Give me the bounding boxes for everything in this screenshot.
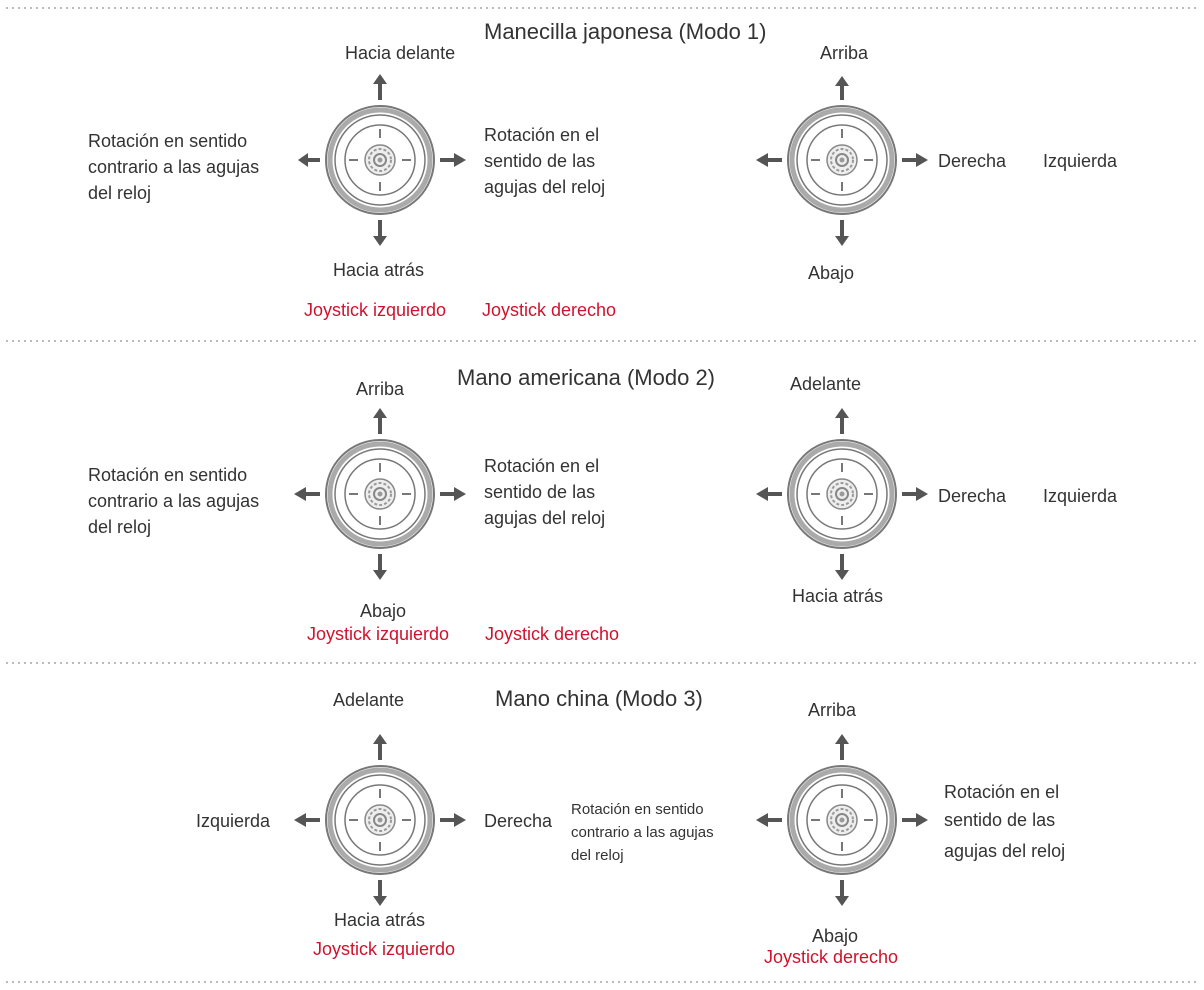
- label-left: Izquierda: [196, 811, 271, 831]
- label-left-line: del reloj: [571, 847, 624, 864]
- section-title: Mano china (Modo 3): [495, 686, 703, 711]
- label-left-line: contrario a las agujas: [571, 824, 714, 841]
- arrow-right-icon: [902, 487, 928, 501]
- arrow-right-icon: [440, 813, 466, 827]
- label-right-line: sentido de las: [484, 151, 595, 171]
- label-right: Derecha: [938, 151, 1007, 171]
- arrow-right-icon: [902, 153, 928, 167]
- arrow-down-icon: [373, 554, 387, 580]
- label-left-line: del reloj: [88, 517, 151, 537]
- joystick-icon: [788, 106, 896, 214]
- label-right: Rotación en el sentido de las agujas del…: [484, 125, 605, 197]
- arrow-right-icon: [902, 813, 928, 827]
- arrow-left-icon: [298, 153, 320, 167]
- label-up: Adelante: [333, 690, 404, 710]
- label-extra: Izquierda: [1043, 486, 1118, 506]
- joystick-icon: [326, 766, 434, 874]
- label-up: Arriba: [356, 379, 405, 399]
- arrow-up-icon: [835, 408, 849, 434]
- right-joystick: Arriba Abajo Derecha Izquierda: [756, 43, 1118, 283]
- left-joystick: Arriba Abajo Rotación en sentido contrar…: [88, 379, 605, 621]
- arrow-down-icon: [835, 880, 849, 906]
- arrow-up-icon: [373, 734, 387, 760]
- label-right-line: Rotación en el: [484, 125, 599, 145]
- section-title: Manecilla japonesa (Modo 1): [484, 19, 767, 44]
- arrow-up-icon: [835, 76, 849, 100]
- arrow-up-icon: [373, 408, 387, 434]
- label-right-line: agujas del reloj: [484, 508, 605, 528]
- red-label-right: Joystick derecho: [485, 624, 619, 644]
- label-left-line: Rotación en sentido: [88, 465, 247, 485]
- arrow-left-icon: [756, 813, 782, 827]
- section-mode-2: Mano americana (Modo 2) Arriba Abajo: [88, 365, 1118, 644]
- red-label-left: Joystick izquierdo: [304, 300, 446, 320]
- arrow-down-icon: [373, 880, 387, 906]
- joystick-icon: [788, 766, 896, 874]
- label-left-line: contrario a las agujas: [88, 491, 259, 511]
- arrow-down-icon: [373, 220, 387, 246]
- section-title: Mano americana (Modo 2): [457, 365, 715, 390]
- label-down: Abajo: [360, 601, 406, 621]
- label-left-line: Rotación en sentido: [88, 131, 247, 151]
- label-right-line: sentido de las: [944, 810, 1055, 830]
- arrow-left-icon: [294, 487, 320, 501]
- label-right-line: Rotación en el: [944, 782, 1059, 802]
- label-left: Rotación en sentido contrario a las aguj…: [88, 465, 264, 537]
- red-label-right: Joystick derecho: [764, 947, 898, 967]
- joystick-icon: [326, 106, 434, 214]
- joystick-icon: [788, 440, 896, 548]
- red-label-left: Joystick izquierdo: [307, 624, 449, 644]
- label-up: Adelante: [790, 374, 861, 394]
- label-up: Arriba: [808, 700, 857, 720]
- arrow-left-icon: [756, 487, 782, 501]
- arrow-right-icon: [440, 153, 466, 167]
- arrow-right-icon: [440, 487, 466, 501]
- right-joystick: Arriba Abajo Rotación en sentido contrar…: [571, 700, 1065, 946]
- label-left: Rotación en sentido contrario a las aguj…: [571, 801, 718, 864]
- label-left-line: contrario a las agujas: [88, 157, 259, 177]
- arrow-down-icon: [835, 554, 849, 580]
- arrow-up-icon: [373, 74, 387, 100]
- left-joystick: Adelante Hacia atrás Izquierda Derecha: [196, 690, 553, 930]
- section-mode-3: Mano china (Modo 3) Adelante Hacia atrás: [196, 686, 1065, 967]
- label-left-line: Rotación en sentido: [571, 801, 704, 818]
- label-down: Abajo: [812, 926, 858, 946]
- label-down: Hacia atrás: [792, 586, 883, 606]
- section-mode-1: Manecilla japonesa (Modo 1) Hacia delant…: [88, 19, 1118, 320]
- label-down: Hacia atrás: [334, 910, 425, 930]
- red-label-left: Joystick izquierdo: [313, 939, 455, 959]
- label-down: Hacia atrás: [333, 260, 424, 280]
- label-down: Abajo: [808, 263, 854, 283]
- label-left-line: del reloj: [88, 183, 151, 203]
- label-up: Hacia delante: [345, 43, 455, 63]
- label-right: Derecha: [484, 811, 553, 831]
- label-right-line: agujas del reloj: [944, 841, 1065, 861]
- arrow-left-icon: [294, 813, 320, 827]
- label-left: Rotación en sentido contrario a las aguj…: [88, 131, 264, 203]
- label-right-line: Rotación en el: [484, 456, 599, 476]
- joystick-icon: [326, 440, 434, 548]
- label-right: Derecha: [938, 486, 1007, 506]
- arrow-down-icon: [835, 220, 849, 246]
- label-right-line: agujas del reloj: [484, 177, 605, 197]
- label-up: Arriba: [820, 43, 869, 63]
- red-label-right: Joystick derecho: [482, 300, 616, 320]
- label-right-line: sentido de las: [484, 482, 595, 502]
- left-joystick: Hacia delante Hacia atrás Rotación en se…: [88, 43, 605, 280]
- arrow-left-icon: [756, 153, 782, 167]
- label-right: Rotación en el sentido de las agujas del…: [944, 782, 1065, 861]
- arrow-up-icon: [835, 734, 849, 760]
- label-extra: Izquierda: [1043, 151, 1118, 171]
- label-right: Rotación en el sentido de las agujas del…: [484, 456, 605, 528]
- right-joystick: Adelante Hacia atrás Derecha Izquierda: [756, 374, 1118, 606]
